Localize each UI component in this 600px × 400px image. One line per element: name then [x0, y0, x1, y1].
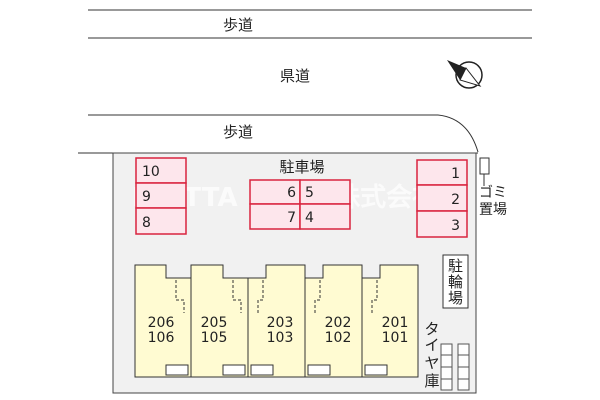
parking-number: 7 [287, 210, 296, 226]
bicycle-label-char: 輪 [448, 273, 463, 291]
unit-203-103: 203 103 [247, 264, 306, 378]
unit-202-102: 202 102 [304, 264, 363, 378]
parking-number: 2 [451, 192, 460, 208]
tire-storage: タ イ ヤ 庫 [424, 320, 470, 391]
parking-number: 10 [142, 164, 160, 180]
parking-right: 1 2 3 [416, 159, 468, 238]
parking-space-8 [135, 207, 187, 235]
garbage-label-line2: 置場 [479, 202, 507, 218]
unit-number-lower: 101 [382, 330, 409, 346]
road-curve [437, 114, 479, 153]
unit-number-upper: 205 [201, 315, 228, 331]
parking-number: 9 [142, 189, 151, 205]
unit-number-lower: 105 [201, 330, 228, 346]
apartment-building: 206 106 205 105 203 103 202 102 [134, 264, 419, 378]
unit-number-lower: 103 [267, 330, 294, 346]
parking-number: 1 [451, 166, 460, 182]
bicycle-label-char: 駐 [448, 257, 463, 275]
unit-number-upper: 201 [382, 315, 409, 331]
garbage-box [479, 157, 490, 175]
sidewalk-bottom-label: 歩道 [223, 123, 253, 141]
unit-number-upper: 206 [148, 315, 175, 331]
tire-label-char: ヤ [424, 354, 439, 372]
unit-number-lower: 106 [148, 330, 175, 346]
sidewalk-top-label: 歩道 [223, 16, 253, 34]
parking-space-2 [416, 184, 468, 212]
tire-label-char: 庫 [424, 372, 439, 390]
north-arrow-icon [447, 60, 483, 89]
unit-number-lower: 102 [325, 330, 352, 346]
garbage-station: ゴミ 置場 [479, 157, 507, 218]
parking-left: 10 9 8 [135, 157, 187, 235]
parking-number: 4 [305, 210, 314, 226]
garbage-label-line1: ゴミ [479, 184, 507, 201]
parking-number: 5 [305, 185, 314, 201]
unit-number-upper: 202 [325, 315, 352, 331]
tire-racks [440, 343, 470, 391]
unit-201-101: 201 101 [361, 264, 419, 378]
parking-number: 3 [451, 218, 460, 234]
parking-center: 6 5 7 4 [249, 179, 351, 230]
tire-label-char: イ [424, 336, 439, 354]
parking-label: 駐車場 [279, 158, 324, 176]
bicycle-parking-box [442, 254, 469, 309]
parking-number: 6 [287, 185, 296, 201]
unit-206-106: 206 106 [134, 264, 192, 378]
prefectural-road-label: 県道 [280, 67, 310, 85]
bicycle-parking: 駐 輪 場 [442, 254, 469, 309]
parking-number: 8 [142, 215, 151, 231]
parking-space-3 [416, 210, 468, 238]
bicycle-label-char: 場 [448, 289, 463, 307]
unit-205-105: 205 105 [190, 264, 249, 378]
parking-space-4 [299, 203, 351, 230]
tire-label-char: タ [424, 320, 439, 338]
unit-number-upper: 203 [267, 315, 294, 331]
